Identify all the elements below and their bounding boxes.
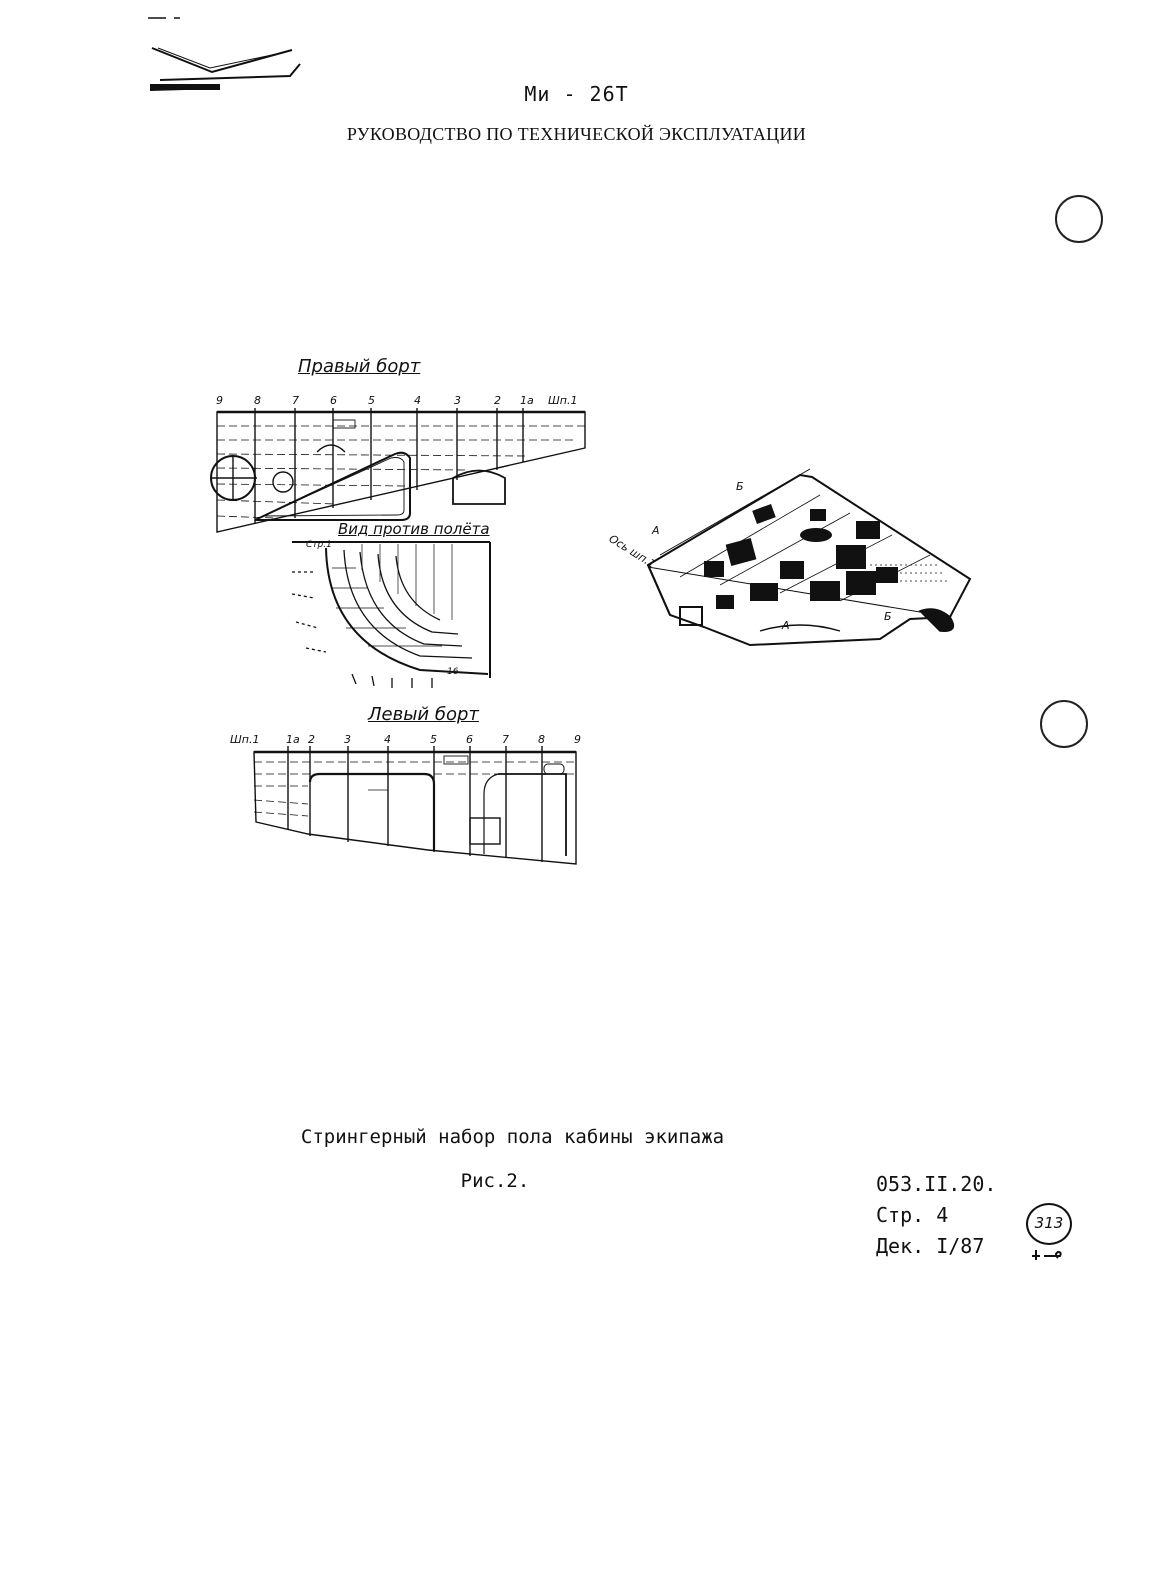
- stamp-signature: [1032, 1250, 1062, 1260]
- section-marker-a: А: [652, 524, 660, 537]
- frame-number: 8: [538, 733, 545, 746]
- frame-number: 5: [430, 733, 437, 746]
- frame-number: 9: [574, 733, 581, 746]
- left-frame-numbers: Шп.1 1а 2 3 4 5 6 7 8 9: [230, 733, 590, 747]
- frame-number: Шп.1: [230, 733, 260, 746]
- document-title: Ми - 26Т: [524, 82, 629, 106]
- page-number: Стр. 4: [876, 1203, 949, 1227]
- document-code: 053.II.20.: [876, 1172, 997, 1196]
- binder-hole-middle: [1040, 700, 1088, 748]
- frame-number: 7: [292, 394, 299, 407]
- left-side-label: Левый борт: [368, 704, 479, 725]
- frame-number: 2: [494, 394, 501, 407]
- frame-number: 8: [254, 394, 261, 407]
- frame-number: 9: [216, 394, 223, 407]
- frame-number: 6: [466, 733, 473, 746]
- frame-number: 1а: [286, 733, 300, 746]
- isometric-floor-drawing: [646, 468, 972, 647]
- frame-number: 7: [502, 733, 509, 746]
- section-marker-b: Б: [736, 480, 744, 493]
- frame-number: 3: [344, 733, 351, 746]
- helicopter-logo: [140, 17, 301, 91]
- revision-date: Дек. I/87: [876, 1234, 985, 1258]
- frame-number: 6: [330, 394, 337, 407]
- right-side-drawing: [210, 408, 586, 533]
- front-view-drawing: [292, 541, 491, 688]
- stringer-tag: Стр.1: [306, 540, 332, 550]
- figure-caption: Стрингерный набор пола кабины экипажа: [300, 1126, 725, 1148]
- archive-stamp: 313: [1026, 1203, 1072, 1245]
- right-frame-numbers: 9 8 7 6 5 4 3 2 1а Шп.1: [210, 394, 590, 408]
- front-view-label: Вид против полёта: [338, 520, 490, 538]
- figure-number: Рис.2.: [460, 1170, 530, 1192]
- frame-number: 2: [308, 733, 315, 746]
- section-marker-b: Б: [884, 610, 892, 623]
- frame-number: 1а: [520, 394, 534, 407]
- document-subtitle: РУКОВОДСТВО ПО ТЕХНИЧЕСКОЙ ЭКСПЛУАТАЦИИ: [346, 124, 807, 144]
- left-side-drawing: [253, 746, 577, 865]
- frame-number: 4: [384, 733, 391, 746]
- frame-number: Шп.1: [548, 394, 578, 407]
- binder-hole-top: [1055, 195, 1103, 243]
- right-side-label: Правый борт: [298, 356, 421, 377]
- frame-number: 4: [414, 394, 421, 407]
- frame-number: 5: [368, 394, 375, 407]
- frame-number: 3: [454, 394, 461, 407]
